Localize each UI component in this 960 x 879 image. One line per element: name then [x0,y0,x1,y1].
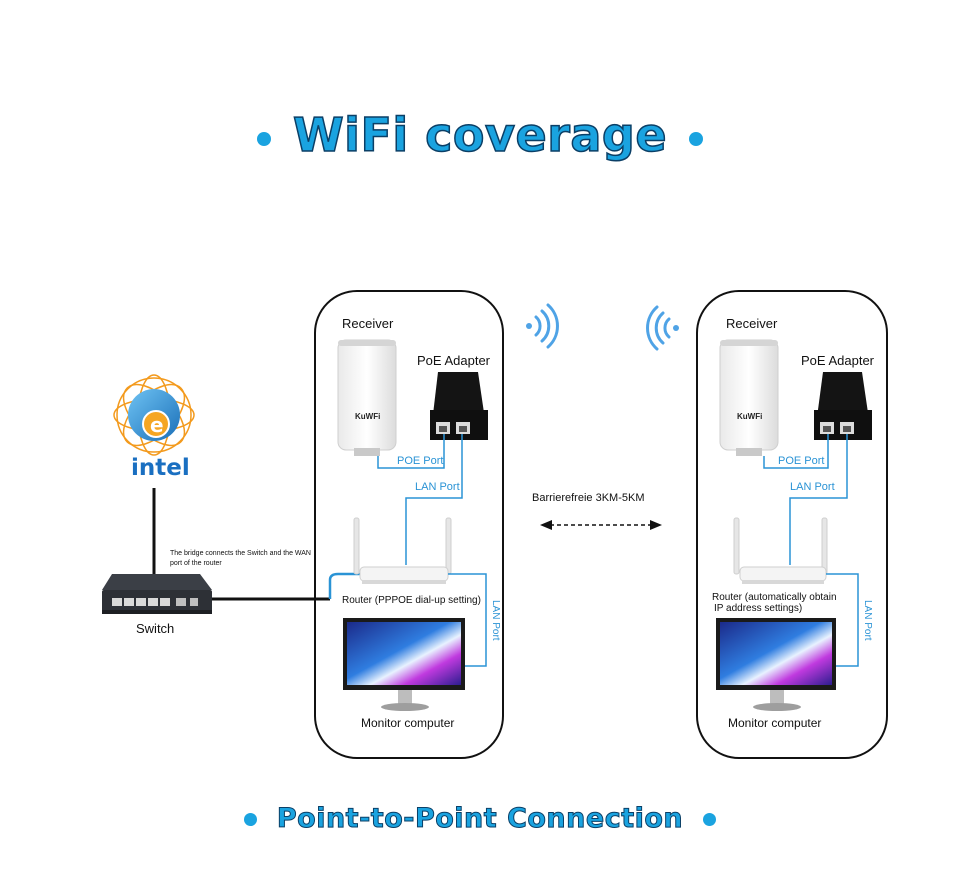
left-monitor-device [343,618,465,711]
wifi-signal-right-icon [526,303,559,349]
right-monitor-label: Monitor computer [728,716,822,730]
right-router-lan-label: LAN Port [862,600,873,641]
right-poe-port-label: POE Port [778,455,825,467]
left-poe-adapter-device [430,372,488,440]
right-poe-adapter-device [814,372,872,440]
right-poe-label: PoE Adapter [801,353,874,368]
right-router-label-line2: IP address settings) [714,603,803,614]
right-site-panel [696,290,888,759]
left-receiver-device [337,339,397,456]
left-poe-label: PoE Adapter [417,353,490,368]
left-router-lan-label: LAN Port [490,600,501,641]
right-router-label-line1: Router (automatically obtain [712,592,837,603]
right-lan-port-label: LAN Port [790,481,835,493]
wifi-signal-left-icon [646,305,679,351]
left-receiver-label: Receiver [342,316,394,331]
switch-note: The bridge connects the Switch and the W… [170,550,311,567]
switch-label: Switch [136,621,175,636]
right-receiver-label: Receiver [726,316,778,331]
left-site-panel [314,290,504,759]
right-monitor-device [716,618,836,711]
right-receiver-device [719,339,779,456]
bullet-dot-icon [703,813,717,826]
switch-device [102,574,212,614]
main-title-text: WiFi coverage [292,107,668,163]
left-monitor-label: Monitor computer [361,716,455,730]
left-router-device [353,517,452,584]
right-receiver-brand: KuWFi [737,412,763,421]
internet-globe-icon: e [113,374,195,456]
distance-label: Barrierefreie 3KM-5KM [532,492,645,504]
footer-title: Point-to-Point Connection [0,803,960,835]
left-router-label: Router (PPPOE dial-up setting) [342,595,481,606]
bullet-dot-icon [243,813,257,826]
left-poe-port-label: POE Port [397,455,444,467]
left-lan-port-label: LAN Port [415,481,460,493]
right-router-device [733,517,828,584]
intel-logo: intel [131,455,190,481]
main-title: WiFi coverage [0,107,960,163]
footer-title-text: Point-to-Point Connection [276,803,684,835]
left-receiver-brand: KuWFi [355,412,381,421]
bullet-dot-icon [256,131,271,146]
svg-text:e: e [150,413,164,437]
distance-arrow-icon [540,520,662,530]
bullet-dot-icon [689,131,704,146]
